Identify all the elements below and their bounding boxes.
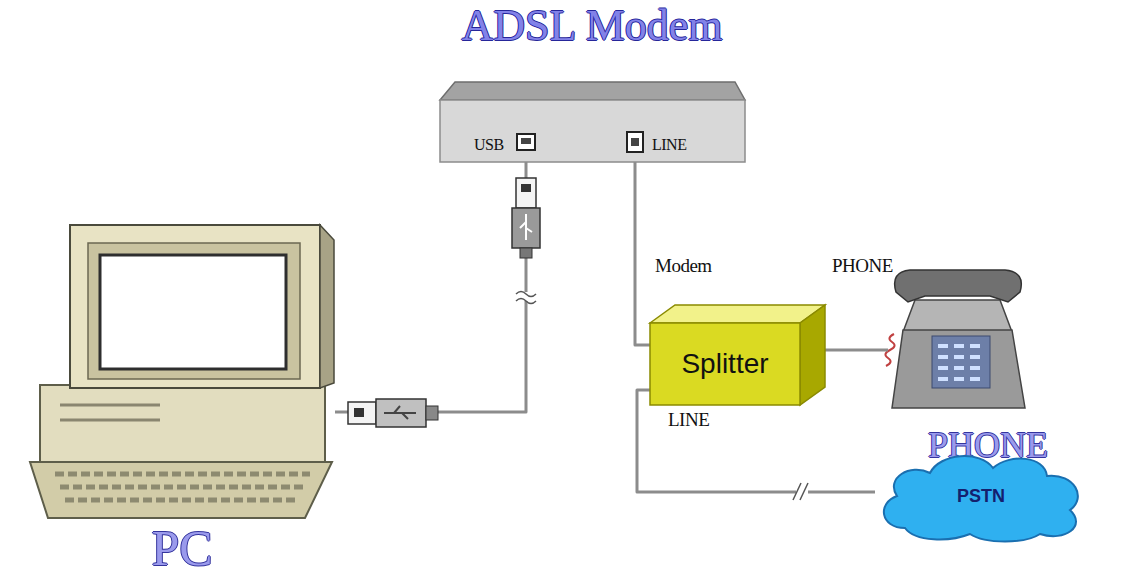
- port-label: USB: [474, 136, 504, 154]
- cable-connector: [335, 162, 526, 412]
- line-break: [793, 483, 808, 500]
- port-label: PHONE: [832, 256, 893, 277]
- modem-top: [440, 82, 745, 100]
- line-port: [627, 132, 643, 152]
- phone-keys: [938, 366, 986, 370]
- device-title: PC: [151, 521, 212, 576]
- usb-symbol: [520, 214, 532, 240]
- key-row: [55, 472, 310, 477]
- phone-base: [892, 330, 1025, 408]
- drive-slot: [60, 419, 160, 422]
- phone-keys: [938, 377, 986, 381]
- usb-port-contact: [521, 138, 531, 144]
- monitor-frame: [70, 225, 320, 388]
- phone-illustration: [885, 270, 1025, 408]
- modem-front: [440, 100, 745, 162]
- line-port-contact: [631, 138, 639, 146]
- box-label: Splitter: [681, 349, 768, 380]
- cloud-label: PSTN: [957, 487, 1005, 507]
- port-label: LINE: [668, 410, 709, 431]
- pc-device: PC: [30, 225, 335, 520]
- plug-contact: [521, 184, 531, 192]
- usb-plug-vertical: [512, 178, 540, 258]
- monitor-bezel: [88, 243, 300, 379]
- usb-port: [517, 134, 535, 150]
- break-mark: [793, 483, 808, 500]
- phone-keys: [938, 344, 986, 348]
- plug-tail: [426, 406, 438, 420]
- phone-device: PHONE: [888, 268, 1028, 413]
- usb-symbol: [384, 406, 416, 419]
- port-label: LINE: [652, 136, 686, 154]
- pc-keyboard: [30, 462, 332, 518]
- key-row: [60, 485, 305, 490]
- pc-case: [40, 385, 325, 465]
- plug-metal: [348, 402, 376, 424]
- plug-body: [376, 399, 426, 427]
- cable-connector: [635, 162, 650, 345]
- splitter-box: Splitter: [650, 305, 825, 405]
- plug-metal: [516, 178, 536, 208]
- box-front: [650, 323, 800, 405]
- phone-top: [903, 300, 1012, 332]
- box-side: [800, 305, 825, 405]
- drive-slot: [60, 404, 160, 407]
- cable-break: [516, 292, 536, 304]
- pc-illustration: [30, 225, 334, 518]
- port-label: Modem: [655, 256, 712, 277]
- monitor-screen: [100, 255, 286, 369]
- monitor-side: [320, 225, 334, 388]
- cable-connector: [825, 349, 888, 352]
- usb-plug-horizontal: [348, 399, 438, 427]
- box-top: [650, 305, 825, 323]
- cloud-shape: [884, 456, 1078, 541]
- phone-handset: [895, 270, 1022, 302]
- break-mark: [516, 292, 536, 304]
- device-title: ADSL Modem: [461, 2, 722, 50]
- plug-body: [512, 208, 540, 248]
- key-row: [65, 498, 298, 503]
- plug-contact: [354, 408, 364, 417]
- phone-keys: [938, 355, 986, 359]
- phone-keypad: [932, 336, 990, 388]
- network-cloud: PSTN: [875, 448, 1087, 542]
- plug-tail: [520, 248, 532, 258]
